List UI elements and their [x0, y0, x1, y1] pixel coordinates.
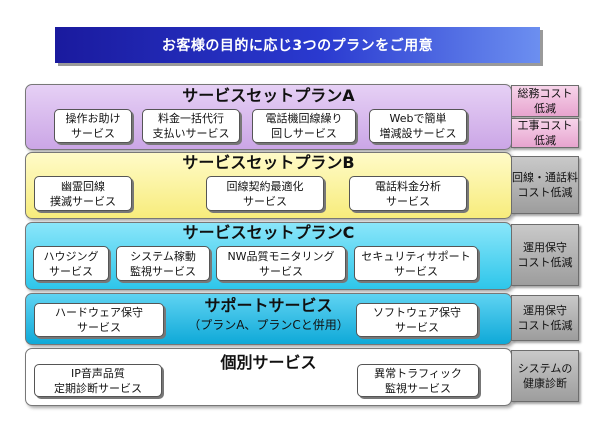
item-line2: サービス: [394, 264, 438, 278]
plan-c-title: サービスセットプランC: [182, 223, 355, 242]
item-line2: 定期診断サービス: [54, 381, 142, 395]
tag-line1: 総務コスト: [517, 87, 573, 100]
service-ghost-line: 幽霊回線 撲滅サービス: [34, 176, 132, 211]
plan-a-band: サービスセットプランA 操作お助け サービス 料金一括代行 支払いサービス 電話…: [25, 84, 512, 150]
item-line1: 幽霊回線: [61, 179, 105, 193]
tag-operation-cost-c: 運用保守 コスト低減: [511, 224, 579, 286]
service-operation-help: 操作お助け サービス: [54, 109, 132, 143]
item-line2: 回しサービス: [271, 127, 337, 140]
service-nw-quality: NW品質モニタリング サービス: [216, 246, 346, 281]
individual-band: 個別サービス IP音声品質 定期診断サービス 異常トラフィック 監視サービス: [25, 348, 512, 406]
service-hardware-maintenance: ハードウェア保守 サービス: [34, 303, 164, 337]
tag-system-health: システムの 健康診断: [511, 350, 579, 402]
item-line1: 異常トラフィック: [374, 366, 462, 380]
item-line2: 監視サービス: [130, 264, 196, 278]
individual-title: 個別サービス: [220, 353, 317, 372]
support-band: サポートサービス （プランA、プランCと併用） ハードウェア保守 サービス ソフ…: [25, 293, 512, 345]
item-line1: 回線契約最適化: [226, 179, 304, 193]
item-line1: 電話料金分析: [375, 179, 441, 193]
item-line2: サービス: [71, 127, 115, 140]
service-web-config: Webで簡単 増減設サービス: [369, 109, 467, 143]
service-contract-optimize: 回線契約最適化 サービス: [206, 176, 324, 211]
plan-a-title: サービスセットプランA: [182, 86, 355, 105]
tag-line1: 運用保守: [523, 241, 567, 254]
service-system-monitoring: システム稼動 監視サービス: [116, 246, 210, 281]
tag-construction-cost: 工事コスト 低減: [511, 118, 579, 148]
tag-line1: 回線・通話料: [512, 171, 578, 184]
item-line2: サービス: [243, 194, 287, 208]
tag-line1: 運用保守: [523, 304, 567, 317]
item-line1: 電話機回線繰り: [265, 112, 343, 125]
tag-operation-cost-support: 運用保守 コスト低減: [511, 295, 579, 341]
plan-b-band: サービスセットプランB 幽霊回線 撲滅サービス 回線契約最適化 サービス 電話料…: [25, 152, 512, 219]
tag-line2: 健康診断: [523, 377, 567, 390]
item-line1: システム稼動: [130, 249, 196, 263]
item-line2: サービス: [386, 194, 430, 208]
item-line1: ハードウェア保守: [55, 306, 143, 319]
tag-line2: コスト低減: [517, 319, 573, 332]
item-line1: 操作お助け: [65, 112, 121, 125]
service-ip-voice-quality: IP音声品質 定期診断サービス: [34, 364, 162, 397]
service-security-support: セキュリティサポート サービス: [354, 246, 478, 281]
service-housing: ハウジング サービス: [33, 246, 109, 281]
support-subtitle: （プランA、プランCと併用）: [188, 318, 349, 332]
item-line1: ソフトウェア保守: [373, 306, 461, 319]
tag-line1: 工事コスト: [517, 119, 573, 132]
item-line1: NW品質モニタリング: [227, 249, 335, 263]
item-line2: 撲滅サービス: [50, 194, 116, 208]
item-line1: 料金一括代行: [158, 112, 224, 125]
support-title: サポートサービス: [204, 296, 333, 315]
item-line1: Webで簡単: [389, 112, 447, 125]
item-line2: 支払いサービス: [152, 127, 230, 140]
tag-line1: システムの: [517, 362, 573, 375]
item-line2: 監視サービス: [385, 381, 451, 395]
service-software-maintenance: ソフトウェア保守 サービス: [356, 303, 478, 337]
page-title: お客様の目的に応じ3つのプランをご用意: [55, 27, 540, 63]
item-line1: ハウジング: [43, 249, 99, 263]
tag-line2: コスト低減: [517, 256, 573, 269]
plan-c-band: サービスセットプランC ハウジング サービス システム稼動 監視サービス NW品…: [25, 222, 512, 290]
service-abnormal-traffic: 異常トラフィック 監視サービス: [357, 364, 479, 397]
tag-line-call-cost: 回線・通話料 コスト低減: [511, 156, 579, 214]
plan-b-title: サービスセットプランB: [182, 153, 355, 172]
service-bill-analysis: 電話料金分析 サービス: [349, 176, 467, 211]
tag-admin-cost: 総務コスト 低減: [511, 85, 579, 117]
item-line2: サービス: [49, 264, 93, 278]
item-line1: IP音声品質: [71, 366, 125, 380]
item-line2: サービス: [395, 321, 439, 334]
item-line2: サービス: [77, 321, 121, 334]
item-line2: サービス: [259, 264, 303, 278]
service-bulk-payment: 料金一括代行 支払いサービス: [142, 109, 240, 143]
tag-line2: コスト低減: [517, 186, 573, 199]
tag-line2: 低減: [534, 102, 556, 115]
item-line1: セキュリティサポート: [361, 249, 471, 263]
tag-line2: 低減: [534, 134, 556, 147]
service-line-rerouting: 電話機回線繰り 回しサービス: [252, 109, 356, 143]
item-line2: 増減設サービス: [379, 127, 457, 140]
